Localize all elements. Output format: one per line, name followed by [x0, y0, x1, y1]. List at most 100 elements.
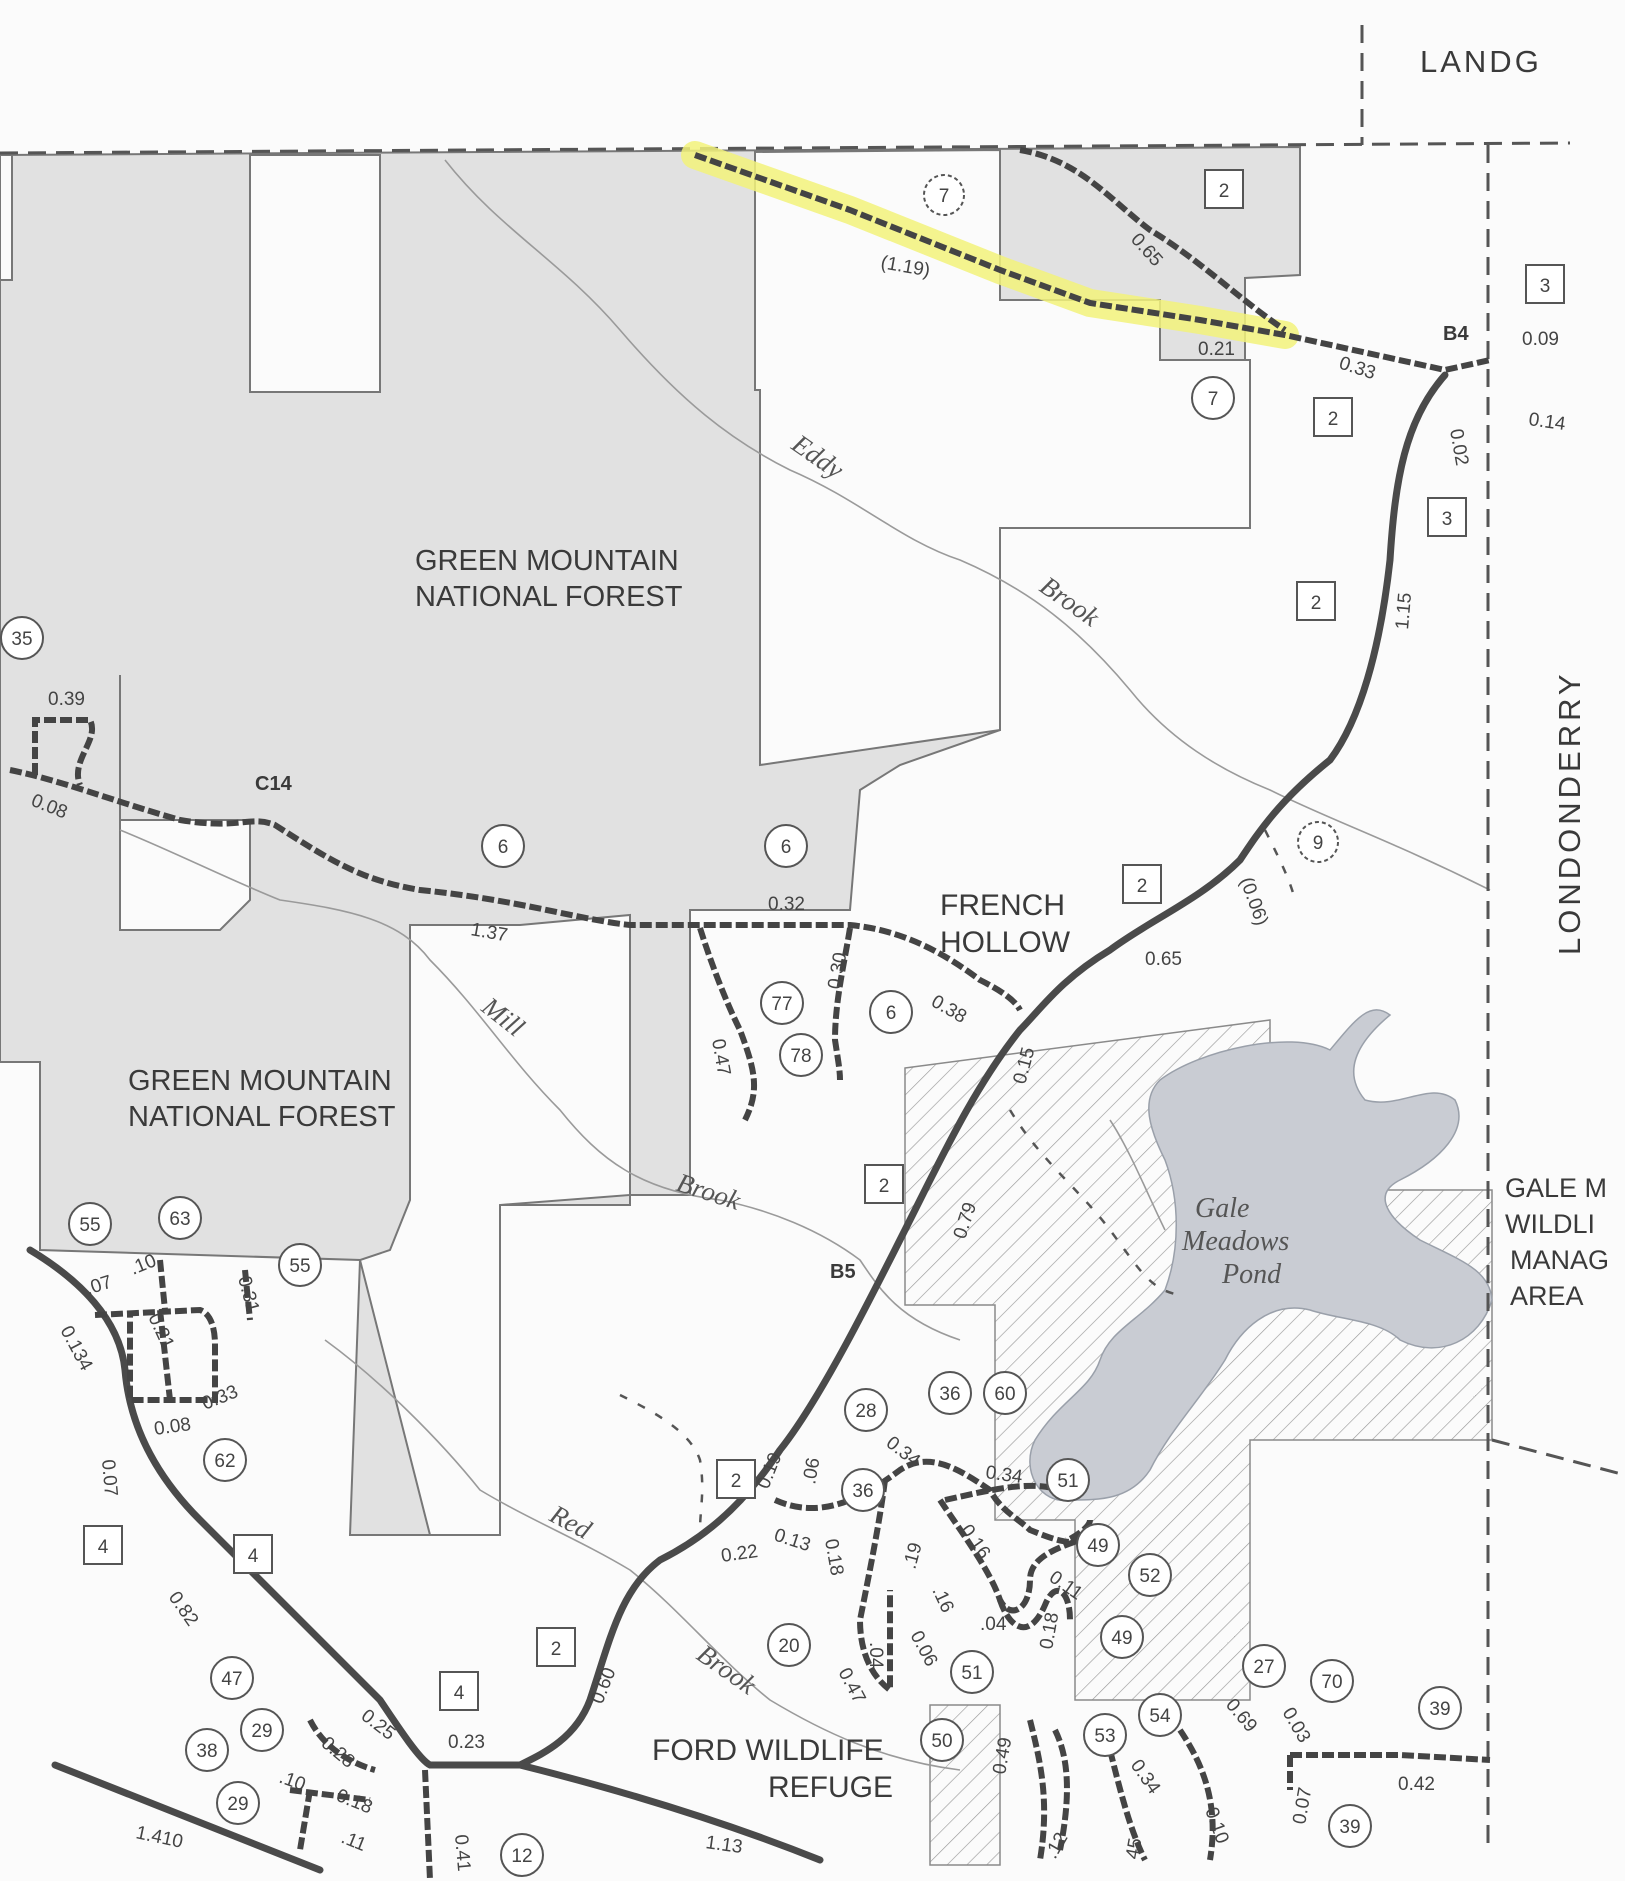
road-52: 52 [1139, 1566, 1160, 1587]
road-39a: 39 [1429, 1699, 1450, 1720]
mileage: 0.33 [199, 1381, 241, 1414]
road-49b: 49 [1111, 1628, 1132, 1649]
mileage: 0.31 [233, 1274, 263, 1315]
th-4c: 4 [454, 1683, 465, 1704]
road-63: 63 [169, 1209, 190, 1230]
french-hollow-label-1: FRENCH [940, 889, 1065, 922]
road-77: 77 [771, 994, 792, 1015]
ford-refuge-label-1: FORD WILDLIFE [652, 1734, 884, 1767]
road-number-circle-labels: 35 7 7 6 6 6 9 77 78 55 63 55 62 28 36 6… [11, 186, 1450, 1867]
road-49a: 49 [1087, 1536, 1108, 1557]
mileage: .16 [927, 1583, 957, 1616]
mileage: 0.23 [448, 1732, 485, 1753]
french-hollow-label-2: HOLLOW [940, 926, 1071, 959]
mileage: 0.19 [753, 1450, 786, 1492]
mileage: 0.32 [768, 894, 805, 915]
pond-label-3: Pond [1221, 1259, 1282, 1290]
mileage: 0.21 [143, 1310, 178, 1352]
road-70: 70 [1321, 1672, 1342, 1693]
road-38: 38 [196, 1741, 217, 1762]
mill-brook-label-2: Brook [673, 1167, 745, 1216]
mileage: 0.33 [1336, 353, 1378, 384]
mileage: 45 [1122, 1836, 1146, 1860]
mileage: 1.15 [1392, 592, 1416, 631]
mileage: 0.41 [450, 1834, 474, 1873]
th-2c: 2 [1311, 593, 1322, 614]
mileage: .04 [865, 1642, 886, 1669]
streams [119, 159, 1491, 1771]
gale-wma-label-3: MANAG [1510, 1245, 1609, 1275]
road-12: 12 [511, 1846, 532, 1867]
mileage: 0.21 [1198, 339, 1235, 360]
mileage: (0.06) [1235, 875, 1272, 929]
gmnf-south-label-2: NATIONAL FOREST [128, 1101, 396, 1133]
junction-b4: B4 [1443, 323, 1469, 345]
mileage: 0.69 [1221, 1695, 1261, 1737]
mileage: .06 [799, 1456, 824, 1486]
mileage: 0.38 [928, 991, 971, 1028]
londonderry-town-label: LONDONDERRY [1552, 670, 1587, 955]
mileage: 0.34 [984, 1462, 1024, 1488]
mileage: 0.34 [1126, 1756, 1165, 1799]
gale-wma-label-2: WILDLI [1505, 1209, 1595, 1239]
unmaintained-roads [619, 829, 1297, 1531]
th-2d: 2 [1137, 876, 1148, 897]
road-36a: 36 [939, 1384, 960, 1405]
mileage: 0.02 [1445, 427, 1472, 467]
road-62: 62 [214, 1451, 235, 1472]
mileage: 0.22 [720, 1541, 760, 1567]
road-7: 7 [1208, 389, 1219, 410]
mileage: 0.47 [707, 1037, 734, 1077]
main-roads [26, 371, 1449, 1874]
mileage: 0.09 [1522, 329, 1559, 350]
mileage: 0.07 [1289, 1786, 1316, 1826]
road-55a: 55 [79, 1215, 100, 1236]
mileage: .10 [127, 1250, 159, 1279]
road-7-proposed: 7 [939, 186, 950, 207]
mileage: .07 [83, 1272, 115, 1300]
mileage: 1.13 [704, 1832, 744, 1858]
red-brook-label: Red [544, 1498, 596, 1545]
road-6a: 6 [498, 837, 509, 858]
road-60: 60 [994, 1384, 1015, 1405]
th-2g: 2 [551, 1639, 562, 1660]
mileage: 0.14 [1527, 409, 1567, 435]
mileage: .10 [276, 1767, 308, 1796]
road-78: 78 [790, 1046, 811, 1067]
mileage: .19 [900, 1540, 927, 1571]
road-29a: 29 [251, 1721, 272, 1742]
eddy-brook-label-2: Brook [1035, 570, 1106, 632]
road-27: 27 [1253, 1657, 1274, 1678]
mileage: 0.06 [906, 1627, 942, 1670]
road-50: 50 [931, 1731, 952, 1752]
mileage: 0.82 [164, 1588, 202, 1630]
mileage: 0.13 [771, 1525, 813, 1556]
road-55b: 55 [289, 1256, 310, 1277]
gmnf-south-label-1: GREEN MOUNTAIN [128, 1065, 392, 1097]
mileage: 0.134 [56, 1322, 97, 1374]
town-boundaries [0, 25, 1625, 1850]
road-number-circles [0, 174, 1462, 1877]
road-29b: 29 [227, 1794, 248, 1815]
th-2e: 2 [879, 1176, 890, 1197]
town-highway-square-labels: 2 3 2 3 2 2 2 2 2 4 4 4 [98, 181, 1551, 1704]
mileage: .04 [980, 1614, 1007, 1635]
th-3b: 3 [1442, 509, 1453, 530]
road-51a: 51 [1057, 1471, 1078, 1492]
gale-wma-label-1: GALE M [1505, 1173, 1607, 1203]
mileage: 0.65 [1145, 949, 1182, 970]
th-2a: 2 [1219, 181, 1230, 202]
road-53: 53 [1094, 1726, 1115, 1747]
pond-label-1: Gale [1195, 1193, 1249, 1224]
mileage: 0.18 [333, 1785, 375, 1818]
town-highway-squares [83, 169, 1565, 1711]
mileage: 0.25 [357, 1705, 399, 1744]
mileage: 0.10 [1200, 1805, 1232, 1847]
mileage: 0.60 [587, 1665, 620, 1707]
road-28: 28 [855, 1401, 876, 1422]
mileage: 0.03 [1278, 1704, 1315, 1747]
private-land [0, 148, 1251, 1536]
red-brook-label-2: Brook [692, 1638, 763, 1700]
gmnf-north-label-1: GREEN MOUNTAIN [415, 545, 679, 577]
